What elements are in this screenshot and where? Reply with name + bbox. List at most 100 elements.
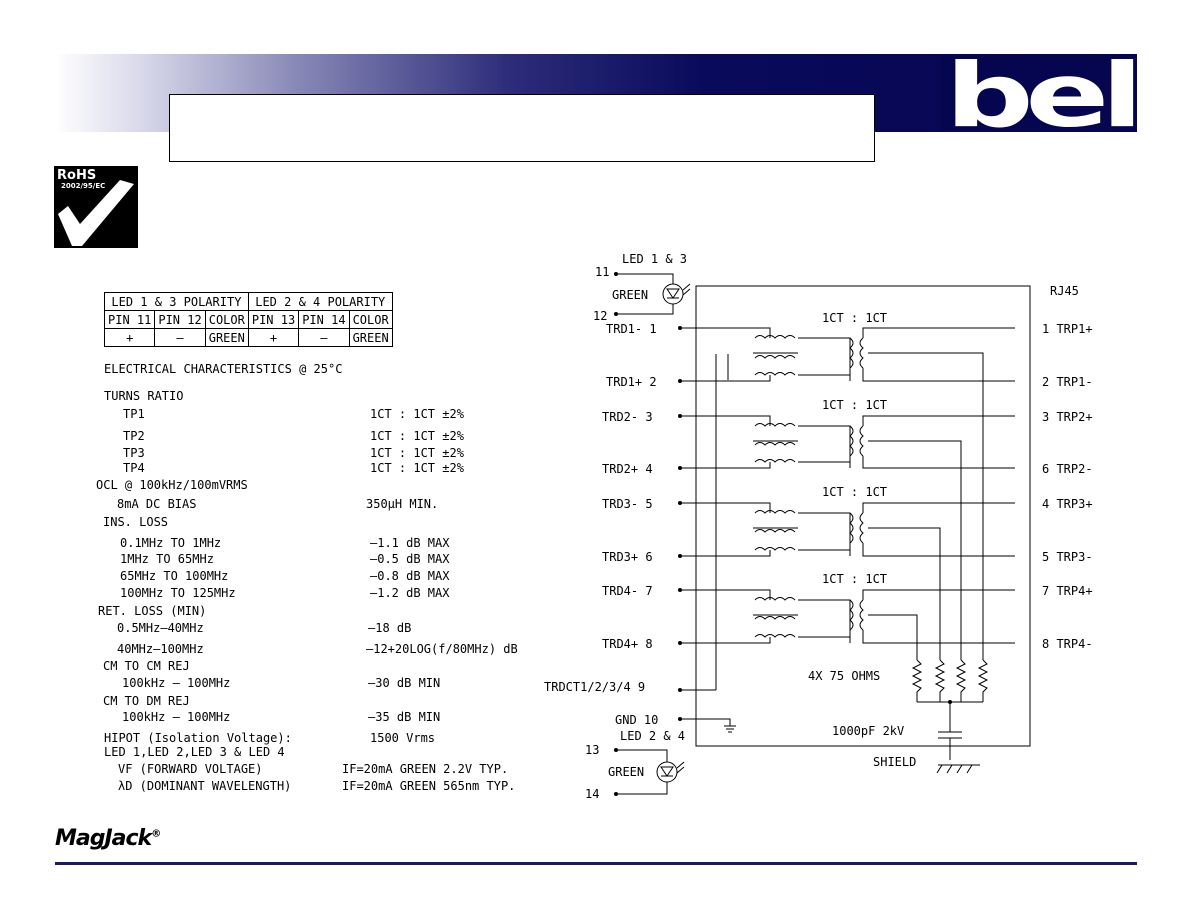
right-pin-label: 4 TRP3+	[1042, 497, 1093, 511]
left-pin-label: GND 10	[615, 713, 658, 727]
spec-label: 100kHz – 100MHz	[122, 676, 231, 690]
resistor-label: 4X 75 OHMS	[808, 669, 880, 683]
schematic-diagram: LED 1 & 3 GREEN 11 12 LED 2 & 4 GREEN 13…	[544, 252, 1093, 801]
spec-label: RET. LOSS (MIN)	[98, 604, 207, 618]
ct-label: 1CT : 1CT	[822, 572, 887, 586]
left-pin-label: TRD4- 7	[602, 584, 653, 598]
title-box	[169, 94, 875, 162]
ct-label: 1CT : 1CT	[822, 485, 887, 499]
left-pin-label: TRD4+ 8	[602, 637, 653, 651]
spec-value: IF=20mA GREEN 2.2V TYP.	[342, 762, 509, 776]
spec-value: –12+20LOG(f/80MHz) dB	[366, 642, 518, 656]
spec-label: OCL @ 100kHz/100mVRMS	[96, 478, 248, 492]
footer-line	[55, 862, 1137, 865]
right-pin-label: 1 TRP1+	[1042, 322, 1093, 336]
left-pin-label: TRD3- 5	[602, 497, 653, 511]
right-pin-label: 8 TRP4-	[1042, 637, 1093, 651]
spec-value: –0.8 dB MAX	[370, 569, 450, 583]
right-pin-label: 5 TRP3-	[1042, 550, 1093, 564]
table-cell: GREEN	[348, 328, 393, 347]
right-pin-label: 3 TRP2+	[1042, 410, 1093, 424]
spec-label: 0.1MHz TO 1MHz	[120, 536, 222, 550]
table-cell: COLOR	[348, 310, 393, 329]
spec-label: TURNS RATIO	[104, 389, 184, 403]
spec-label: TP2	[123, 429, 145, 443]
table-cell: +	[103, 328, 156, 347]
spec-value: 1CT : 1CT ±2%	[370, 429, 464, 443]
pin-label: 11	[595, 265, 609, 279]
spec-value: –1.2 dB MAX	[370, 586, 450, 600]
spec-heading: ELECTRICAL CHARACTERISTICS @ 25°C	[104, 362, 343, 376]
spec-label: LED 1,LED 2,LED 3 & LED 4	[104, 745, 285, 759]
green-label: GREEN	[608, 765, 644, 779]
spec-value: –18 dB	[368, 621, 412, 635]
led24-label: LED 2 & 4	[620, 729, 685, 743]
rohs-badge: RoHS 2002/95/EC	[54, 166, 138, 248]
spec-label: TP1	[123, 407, 145, 421]
spec-label: VF (FORWARD VOLTAGE)	[118, 762, 263, 776]
pin-label: 13	[585, 743, 599, 757]
spec-label: CM TO DM REJ	[103, 694, 190, 708]
table-cell: PIN 11	[103, 310, 156, 329]
table-header: LED 2 & 4 POLARITY	[247, 292, 393, 311]
left-pin-label: TRDCT1/2/3/4 9	[544, 680, 645, 694]
pin-label: 12	[593, 309, 607, 323]
right-pin-label: 6 TRP2-	[1042, 462, 1093, 476]
spec-value: –35 dB MIN	[368, 710, 441, 724]
brand-text: MagJack	[55, 826, 152, 851]
spec-label: 0.5MHz–40MHz	[117, 621, 204, 635]
table-cell: PIN 12	[154, 310, 206, 329]
table-cell: COLOR	[204, 310, 249, 329]
spec-label: INS. LOSS	[103, 515, 169, 529]
spec-value: 1CT : 1CT ±2%	[370, 446, 464, 460]
magjack-brand: MagJack®	[55, 826, 161, 851]
left-pin-label: TRD1- 1	[606, 322, 657, 336]
spec-label: 1MHz TO 65MHz	[120, 552, 214, 566]
spec-label: 40MHz–100MHz	[117, 642, 204, 656]
spec-value: –30 dB MIN	[368, 676, 441, 690]
spec-label: TP4	[123, 461, 145, 475]
green-label: GREEN	[612, 288, 648, 302]
registered-mark: ®	[151, 828, 161, 840]
table-cell: –	[154, 328, 206, 347]
spec-value: 1500 Vrms	[370, 731, 436, 745]
spec-label: λD (DOMINANT WAVELENGTH)	[118, 779, 292, 793]
spec-label: HIPOT (Isolation Voltage):	[104, 731, 292, 745]
spec-label: 8mA DC BIAS	[117, 497, 197, 511]
svg-text:RoHS: RoHS	[57, 168, 96, 183]
rj45-label: RJ45	[1050, 284, 1079, 298]
spec-label: 100MHz TO 125MHz	[120, 586, 236, 600]
spec-value: –1.1 dB MAX	[370, 536, 450, 550]
left-pin-label: TRD1+ 2	[606, 375, 657, 389]
table-cell: PIN 14	[298, 310, 350, 329]
left-pin-label: TRD3+ 6	[602, 550, 653, 564]
table-cell: PIN 13	[247, 310, 300, 329]
cap-label: 1000pF 2kV	[832, 724, 904, 738]
svg-text:bel: bel	[945, 56, 1135, 130]
table-cell: GREEN	[204, 328, 249, 347]
ct-label: 1CT : 1CT	[822, 311, 887, 325]
spec-value: IF=20mA GREEN 565nm TYP.	[342, 779, 516, 793]
spec-label: 65MHz TO 100MHz	[120, 569, 229, 583]
led-polarity-table: LED 1 & 3 POLARITY LED 2 & 4 POLARITY PI…	[103, 292, 393, 347]
spec-label: 100kHz – 100MHz	[122, 710, 231, 724]
table-header: LED 1 & 3 POLARITY	[104, 292, 249, 311]
bel-logo: bel	[941, 56, 1137, 130]
svg-text:2002/95/EC: 2002/95/EC	[61, 182, 105, 190]
spec-value: 350µH MIN.	[366, 497, 439, 511]
ct-label: 1CT : 1CT	[822, 398, 887, 412]
pin-label: 14	[585, 787, 599, 801]
left-pin-label: TRD2- 3	[602, 410, 653, 424]
right-pin-label: 7 TRP4+	[1042, 584, 1093, 598]
table-cell: –	[298, 328, 350, 347]
led13-label: LED 1 & 3	[622, 252, 687, 266]
spec-label: CM TO CM REJ	[103, 659, 190, 673]
right-pin-label: 2 TRP1-	[1042, 375, 1093, 389]
table-cell: +	[247, 328, 300, 347]
spec-label: TP3	[123, 446, 145, 460]
spec-value: 1CT : 1CT ±2%	[370, 461, 464, 475]
left-pin-label: TRD2+ 4	[602, 462, 653, 476]
shield-label: SHIELD	[873, 755, 916, 769]
spec-value: 1CT : 1CT ±2%	[370, 407, 464, 421]
spec-value: –0.5 dB MAX	[370, 552, 450, 566]
